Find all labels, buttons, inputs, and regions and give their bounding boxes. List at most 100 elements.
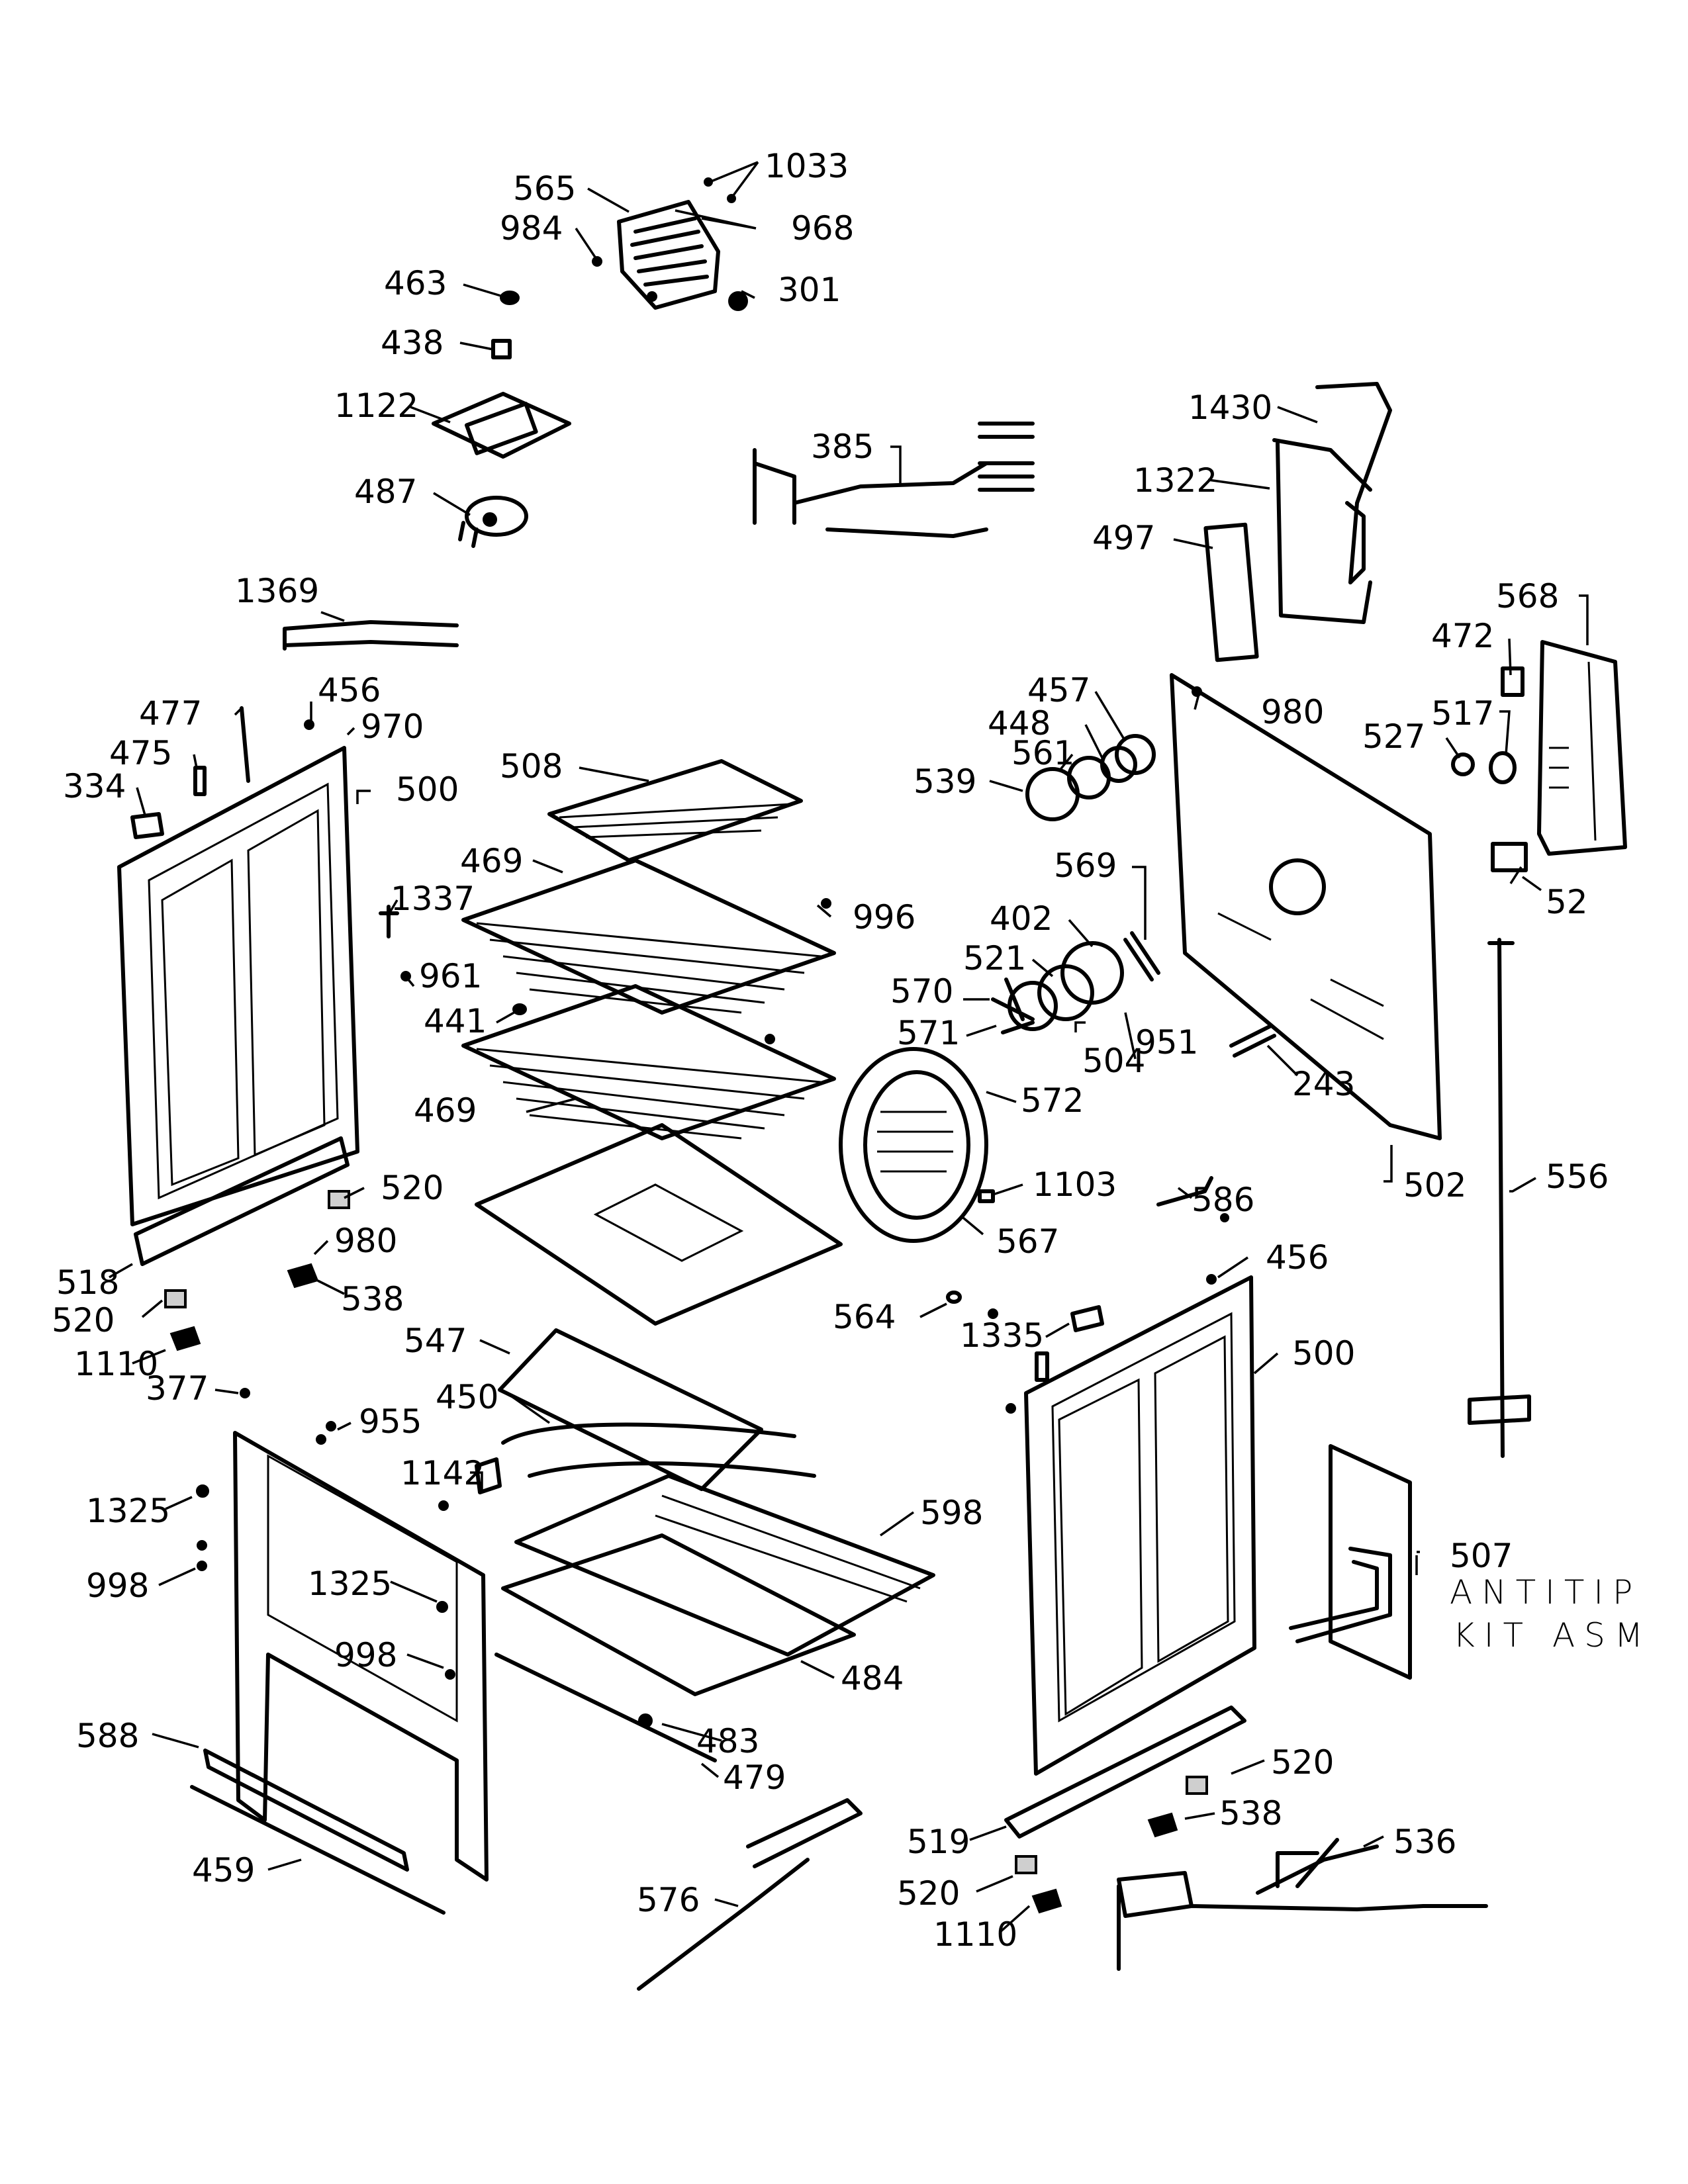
callout-label: 502 xyxy=(1403,1166,1466,1205)
callout-label: 1110 xyxy=(74,1345,158,1383)
callout-label: 561 xyxy=(1011,734,1074,772)
callout-label: 547 xyxy=(404,1322,467,1360)
callout-label: 568 xyxy=(1496,577,1559,615)
callout-label: 1110 xyxy=(933,1915,1017,1954)
callout-label: 538 xyxy=(341,1280,404,1318)
callout-label: 487 xyxy=(354,473,417,511)
leader-lines xyxy=(109,161,1589,1934)
callout-label: 556 xyxy=(1546,1158,1609,1196)
callout-label: 520 xyxy=(897,1874,960,1913)
callout-label: 980 xyxy=(1261,693,1324,731)
callout-label: 998 xyxy=(334,1636,397,1674)
part-drawings xyxy=(117,177,1627,1991)
callout-label: 377 xyxy=(146,1369,209,1408)
callout-label: 521 xyxy=(963,939,1026,978)
callout-label: 519 xyxy=(907,1823,970,1861)
callout-label: 539 xyxy=(914,762,976,801)
callout-label: 572 xyxy=(1021,1081,1084,1120)
valve xyxy=(458,496,528,548)
callout-label: 459 xyxy=(192,1851,255,1889)
callout-label: 463 xyxy=(384,264,447,302)
drawer-assembly xyxy=(501,1474,935,1696)
callout-label: 570 xyxy=(890,972,953,1011)
rear-panel xyxy=(1170,673,1442,1140)
callout-label: 527 xyxy=(1362,717,1425,756)
callout-label: 469 xyxy=(414,1091,477,1130)
callout-label: 565 xyxy=(513,169,576,208)
callout-label: 520 xyxy=(381,1169,444,1207)
callout-label: 598 xyxy=(920,1494,983,1532)
leveling-feet xyxy=(164,1190,1208,1914)
callout-label: 472 xyxy=(1431,617,1494,655)
callout-label: 1103 xyxy=(1033,1165,1117,1204)
callout-label: 538 xyxy=(1219,1794,1282,1833)
left-side-panel xyxy=(117,746,359,1226)
callout-label: 1122 xyxy=(334,387,418,425)
callout-label: 517 xyxy=(1431,694,1494,733)
callout-label: 588 xyxy=(76,1717,139,1755)
callout-label: 1335 xyxy=(960,1316,1044,1355)
callout-label: 984 xyxy=(500,209,563,248)
callout-label: 508 xyxy=(500,747,563,786)
callout-label: 402 xyxy=(990,899,1053,938)
callout-label: 1369 xyxy=(235,572,319,610)
callout-label: 456 xyxy=(1266,1238,1329,1277)
convection-fan-housing xyxy=(839,1047,988,1243)
callout-label: 998 xyxy=(86,1567,149,1605)
callout-label: 520 xyxy=(1271,1743,1334,1782)
callout-label: 483 xyxy=(696,1722,759,1760)
callout-label: 477 xyxy=(139,694,202,733)
callout-label: 484 xyxy=(841,1659,904,1698)
callout-label: 504 xyxy=(1082,1042,1145,1080)
callout-label: 951 xyxy=(1135,1023,1198,1062)
callout-label: 955 xyxy=(359,1402,422,1441)
callout-label: 518 xyxy=(56,1263,119,1302)
callout-label: 385 xyxy=(811,428,874,466)
pad-assembly xyxy=(432,392,571,459)
callout-label: 52 xyxy=(1546,883,1588,921)
callout-label: 1033 xyxy=(765,147,849,185)
callout-label: 970 xyxy=(361,707,424,746)
callout-label: 1430 xyxy=(1188,388,1272,427)
callout-label: 479 xyxy=(723,1758,786,1797)
callout-label: 243 xyxy=(1292,1065,1355,1103)
callout-label: 536 xyxy=(1393,1823,1456,1861)
housing-568 xyxy=(1537,640,1627,856)
callout-label: 500 xyxy=(396,770,459,809)
callout-label: 1325 xyxy=(86,1492,170,1530)
callout-label: 334 xyxy=(63,767,126,805)
wiring-harness-385 xyxy=(753,422,1035,538)
callout-label: 576 xyxy=(637,1881,700,1919)
callout-label: 567 xyxy=(996,1222,1059,1261)
callout-label: 1337 xyxy=(391,880,475,918)
callout-label: 507 xyxy=(1450,1537,1513,1575)
callout-label: 1325 xyxy=(308,1565,392,1603)
callout-label: 450 xyxy=(436,1378,498,1416)
callout-label: 469 xyxy=(460,842,523,880)
fan-motor-assembly xyxy=(617,200,748,311)
callout-label: 1322 xyxy=(1133,461,1217,500)
callout-label: 569 xyxy=(1054,846,1117,885)
oven-racks xyxy=(461,759,836,1140)
callout-label: 564 xyxy=(833,1298,896,1336)
callout-labels: 1033 565 968 984 301 463 438 1122 487 38… xyxy=(52,147,1652,1954)
antitip-note-line2: KIT ASM xyxy=(1453,1616,1652,1655)
callout-label: 500 xyxy=(1292,1334,1355,1373)
duct-1322 xyxy=(1272,382,1392,624)
callout-label: 961 xyxy=(419,957,482,995)
callout-label: 571 xyxy=(897,1014,960,1052)
callout-label: 441 xyxy=(424,1002,487,1040)
callout-label: 475 xyxy=(109,734,172,772)
callout-label: 438 xyxy=(381,324,444,362)
callout-label: 980 xyxy=(334,1222,397,1260)
callout-label: 448 xyxy=(988,704,1051,743)
callout-label: 996 xyxy=(853,898,915,936)
antitip-note-line1: ANTITIP xyxy=(1450,1573,1642,1612)
callout-label: 968 xyxy=(791,209,854,248)
callout-label: 497 xyxy=(1092,519,1155,557)
callout-label: 1142 xyxy=(400,1454,485,1492)
right-side-panel xyxy=(1024,1275,1256,1776)
front-frame xyxy=(233,1431,489,1882)
callout-label: 586 xyxy=(1192,1181,1254,1219)
